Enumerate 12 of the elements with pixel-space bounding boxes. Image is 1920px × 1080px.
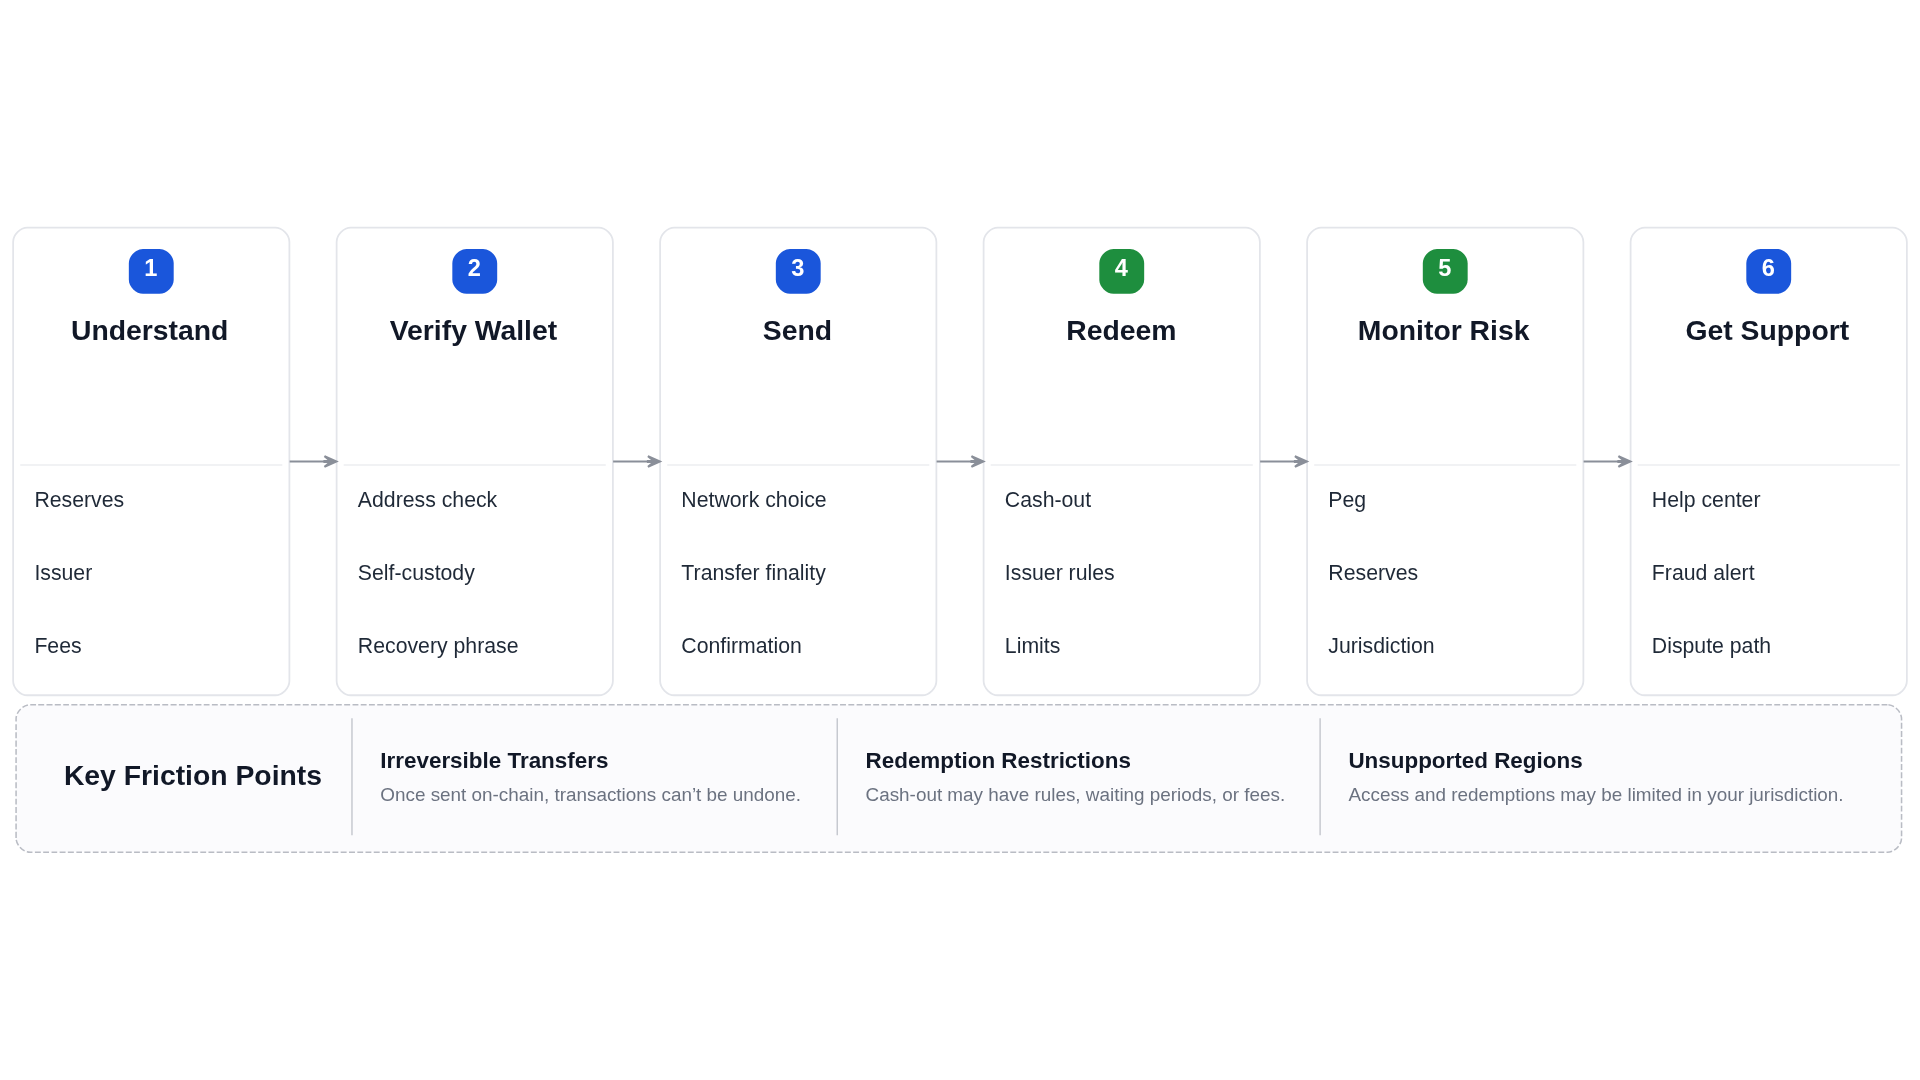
arrow — [1583, 455, 1632, 468]
node-box: 2 Verify Wallet Address check Self-custody Recovery phrase — [335, 226, 614, 697]
arrow — [1260, 455, 1308, 468]
node-box: 6 Get Support Help center Fraud alert Dispute path — [1629, 226, 1908, 697]
arrow — [613, 455, 661, 468]
node-box: 3 Send Network choice Transfer finality Confirmation — [659, 226, 938, 697]
node-box: 1 Understand Reserves Issuer Fees — [12, 226, 291, 697]
arrow — [289, 455, 338, 468]
node-box: 4 Redeem Cash-out Issuer rules Limits — [982, 226, 1261, 697]
arrow — [936, 455, 985, 468]
node-box: Key Friction Points Irreversible Transfers Once sent on-chain, transactions can’t be undone. Redemption Restrictions Cash-out may have rules, waiting periods, or fees. Unsupported Regions Access and redemptions may be limited in your jurisdiction. — [15, 703, 1903, 854]
node-box: 5 Monitor Risk Peg Reserves Jurisdiction — [1306, 226, 1585, 697]
